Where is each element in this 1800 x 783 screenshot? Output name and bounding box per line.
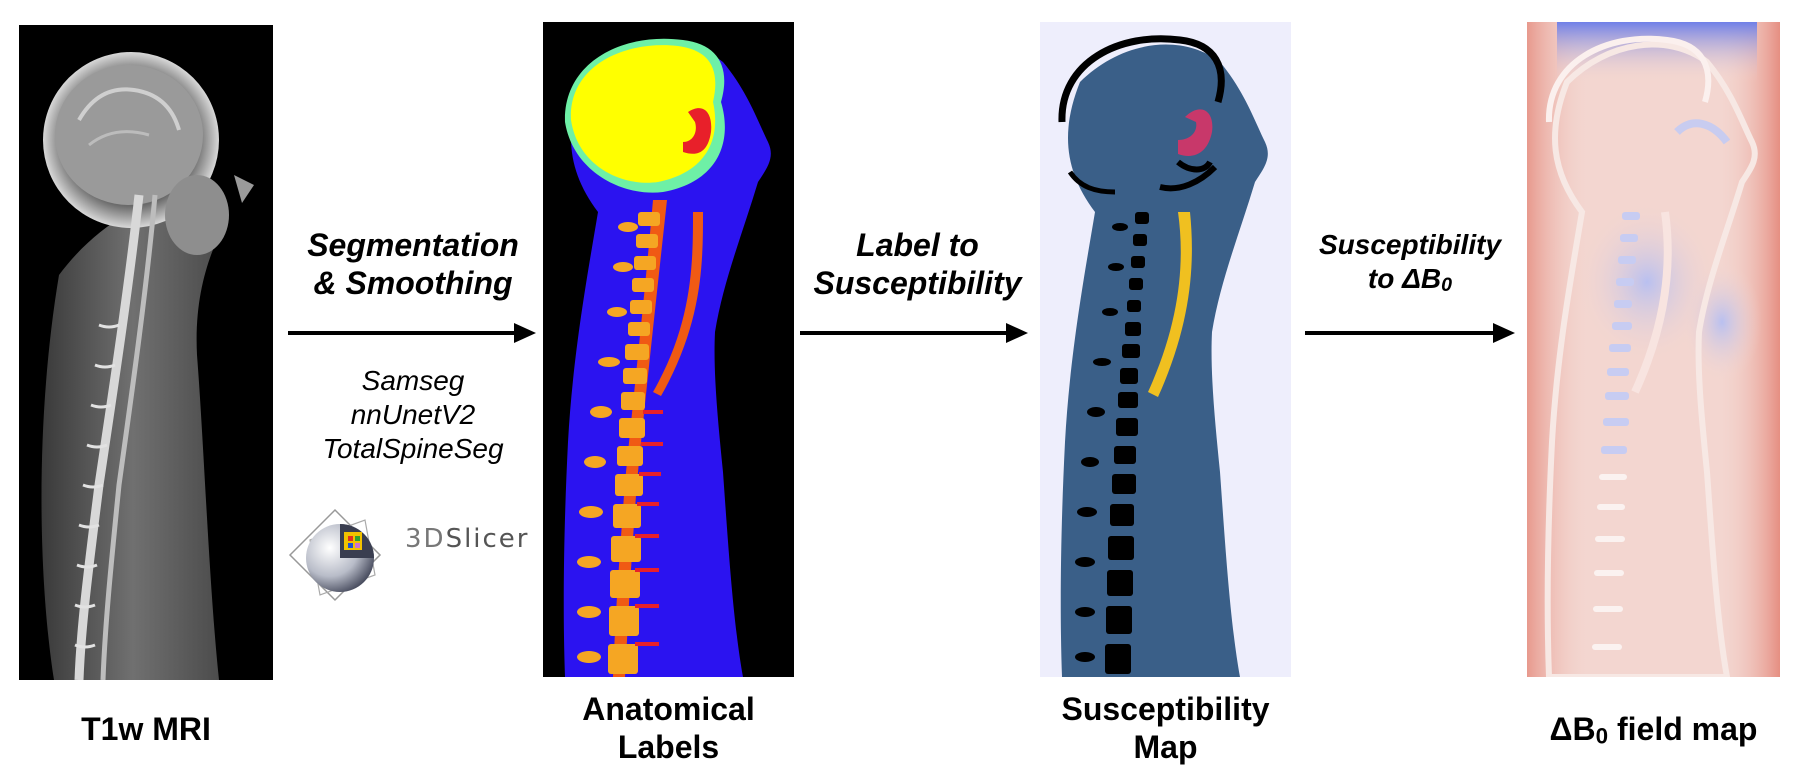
label-vertebrae: [577, 212, 660, 674]
tool-totalspineseg: TotalSpineSeg: [322, 433, 504, 464]
label-to-susceptibility-line2: Susceptibility: [813, 265, 1022, 301]
t1w-mri-image: [19, 25, 273, 680]
tool-nnunetv2: nnUnetV2: [350, 399, 476, 430]
label-to-susceptibility-arrow: [800, 323, 1028, 343]
caption-anatomical-labels: Anatomical Labels: [582, 691, 755, 765]
susceptibility-map-image: [1040, 22, 1291, 677]
label-sinus-region: [683, 108, 712, 154]
susc-vertebrae-air: [1075, 212, 1149, 674]
susceptibility-to-b0-arrow: [1305, 323, 1515, 343]
susceptibility-to-b0-line1: Susceptibility: [1318, 229, 1502, 260]
susc-skull-air: [1058, 35, 1225, 123]
label-to-susceptibility-line1: Label to: [856, 227, 979, 263]
3dslicer-logo-text-3d: 3D: [405, 524, 446, 554]
segmentation-tools: Samseg nnUnetV2 TotalSpineSeg: [283, 364, 543, 466]
segmentation-step-line1: Segmentation: [307, 227, 519, 263]
anatomical-labels-image: [543, 22, 794, 677]
segmentation-step-label: Segmentation & Smoothing: [283, 226, 543, 302]
segmentation-step-line2: & Smoothing: [313, 265, 513, 301]
delta-b0-field-map-image: [1527, 22, 1780, 677]
3dslicer-logo-text: 3DSlicer: [405, 524, 530, 554]
3dslicer-logo-text-slicer: Slicer: [445, 524, 530, 554]
caption-susceptibility-map: Susceptibility Map: [1061, 691, 1270, 765]
segmentation-arrow: [288, 323, 536, 343]
susceptibility-to-b0-step-label: Susceptibility to ΔB0: [1295, 228, 1525, 302]
susc-sinus-region: [1178, 109, 1213, 156]
tool-samseg: Samseg: [361, 365, 465, 396]
label-to-susceptibility-step-label: Label to Susceptibility: [795, 226, 1040, 302]
label-brain-region: [570, 45, 716, 183]
caption-t1w-mri: T1w MRI: [81, 711, 211, 747]
susceptibility-to-b0-line2: to ΔB0: [1367, 263, 1453, 296]
3dslicer-logo-icon: [288, 508, 382, 602]
susc-airway-region: [1148, 212, 1192, 397]
caption-delta-b0-field-map: ΔB0 field map: [1549, 711, 1758, 749]
